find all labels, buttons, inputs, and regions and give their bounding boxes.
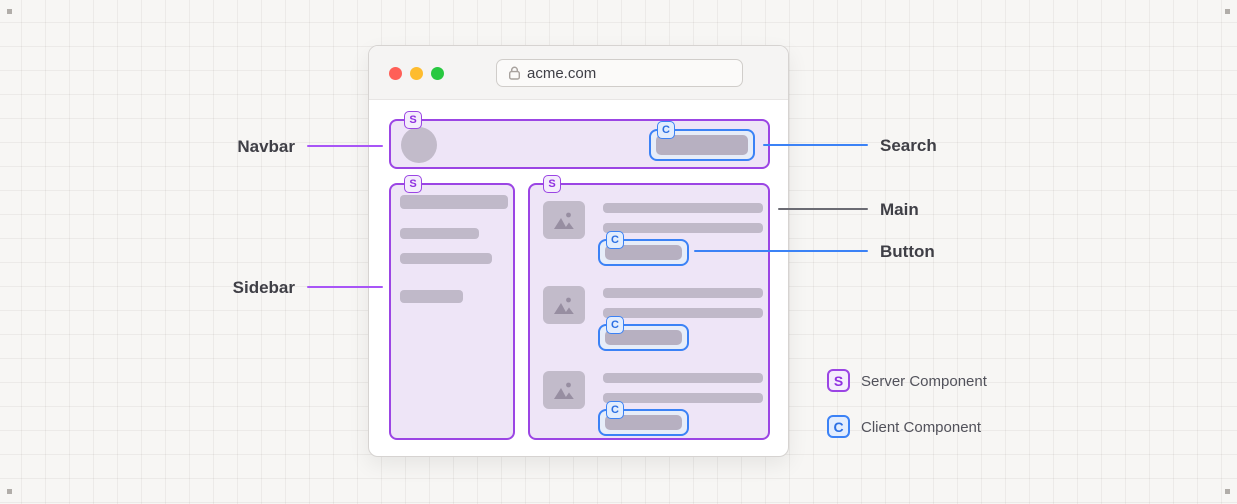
search-callout-line [763,144,868,146]
server-component-badge: S [404,175,422,193]
grid-corner-mark [7,489,12,494]
main-callout-label: Main [880,200,919,219]
url-text: acme.com [527,64,597,82]
sidebar-component: S [389,175,515,440]
sidebar-callout-label: Sidebar [232,278,295,297]
list-item: C [530,369,768,447]
text-placeholder [603,308,763,318]
text-placeholder [603,393,763,403]
client-component-badge: C [606,401,624,419]
address-bar: acme.com [496,59,743,87]
text-placeholder [400,228,479,239]
sidebar-callout-line [307,286,383,288]
list-item: C [530,284,768,362]
photo-icon [554,382,574,399]
browser-toolbar: acme.com [369,46,788,100]
grid-corner-mark [1225,9,1230,14]
server-component-badge: S [404,111,422,129]
navbar-callout-label: Navbar [237,137,295,156]
button-component: C [598,401,689,436]
list-item: C [530,199,768,277]
image-placeholder [543,286,585,324]
main-component: S C [528,175,770,440]
navbar-callout-line [307,145,383,147]
client-legend-badge: C [827,415,850,438]
close-window-button [389,67,402,80]
text-placeholder [656,135,748,155]
text-placeholder [605,330,682,345]
server-legend-badge: S [827,369,850,392]
text-placeholder [605,415,682,430]
text-placeholder [603,288,763,298]
navbar-component: S C [389,111,770,169]
text-placeholder [605,245,682,260]
client-component-badge: C [606,316,624,334]
button-component: C [598,231,689,266]
search-component: C [649,121,755,161]
avatar [401,127,437,163]
server-component-badge: S [543,175,561,193]
lock-icon [509,66,520,80]
search-callout-label: Search [880,136,937,155]
grid-corner-mark [1225,489,1230,494]
minimize-window-button [410,67,423,80]
grid-corner-mark [7,9,12,14]
server-legend-label: Server Component [861,373,987,390]
photo-icon [554,212,574,229]
text-placeholder [603,223,763,233]
photo-icon [554,297,574,314]
client-component-badge: C [657,121,675,139]
text-placeholder [400,253,492,264]
button-component: C [598,316,689,351]
client-legend-label: Client Component [861,419,982,436]
zoom-window-button [431,67,444,80]
text-placeholder [603,373,763,383]
button-callout-line [694,250,868,252]
main-callout-line [778,208,868,210]
button-callout-label: Button [880,242,935,261]
text-placeholder [400,290,463,303]
client-component-badge: C [606,231,624,249]
window-controls [389,67,444,80]
text-placeholder [400,195,508,209]
image-placeholder [543,371,585,409]
text-placeholder [603,203,763,213]
image-placeholder [543,201,585,239]
